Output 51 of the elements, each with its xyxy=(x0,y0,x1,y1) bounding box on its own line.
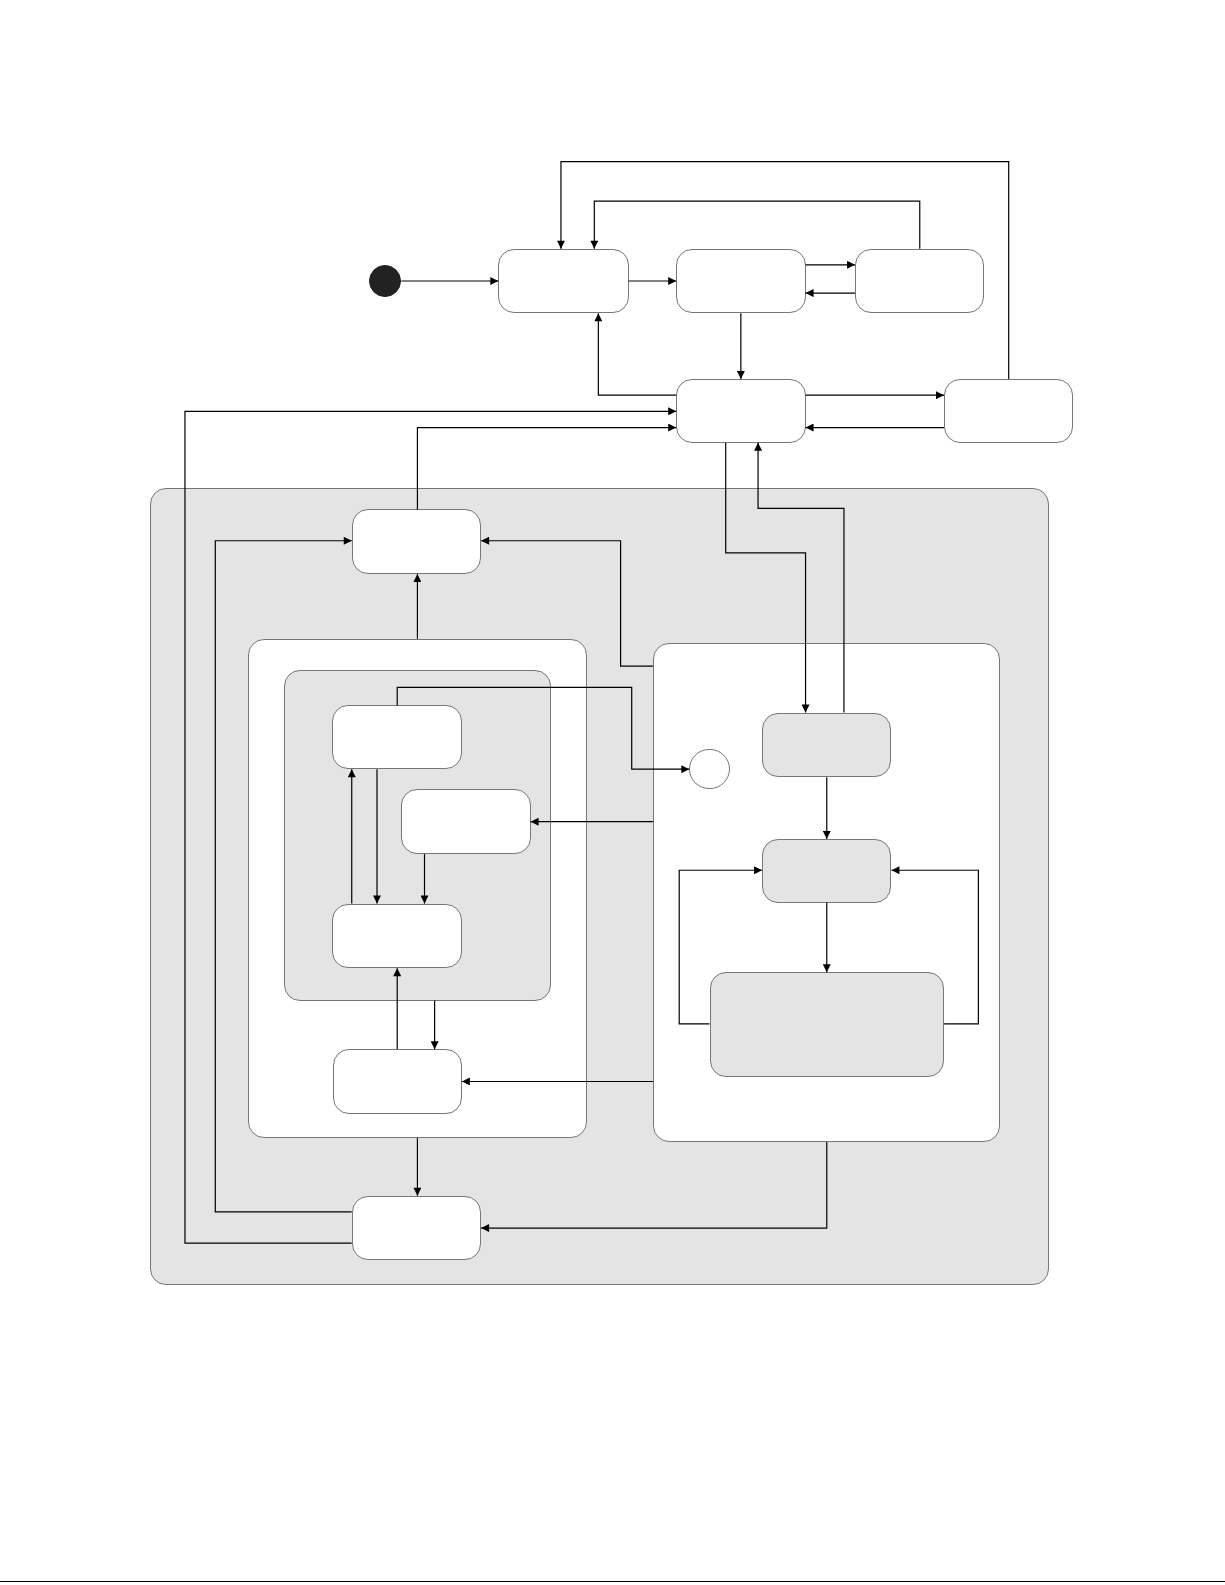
transition-arrow xyxy=(804,289,856,298)
transition-arrow xyxy=(590,200,921,250)
state-box xyxy=(676,248,806,314)
state-box xyxy=(332,1049,462,1114)
transition-arrow xyxy=(594,312,677,396)
state-circle xyxy=(689,748,730,790)
transition-arrow xyxy=(393,967,402,1050)
transition-arrow xyxy=(480,1141,828,1233)
state-box xyxy=(676,379,806,443)
transition-arrow xyxy=(736,312,745,380)
transition-arrow xyxy=(480,536,654,667)
transition-arrow xyxy=(420,853,429,905)
state-circle xyxy=(368,264,402,298)
state-box xyxy=(284,670,551,1001)
transition-arrow xyxy=(628,277,677,285)
transition-arrow xyxy=(754,442,845,714)
state-box xyxy=(498,248,629,314)
transition-arrow xyxy=(416,423,677,510)
state-box xyxy=(944,379,1074,443)
transition-arrow xyxy=(396,686,690,774)
transition-arrow xyxy=(413,573,422,640)
transition-arrow xyxy=(890,866,979,1025)
state-box xyxy=(351,509,482,575)
state-box xyxy=(332,705,462,770)
transition-arrow xyxy=(530,817,654,826)
state-box xyxy=(401,789,531,855)
transition-arrow xyxy=(804,260,856,269)
transition-arrow xyxy=(461,1077,654,1086)
transition-arrow xyxy=(725,442,810,714)
state-box xyxy=(855,248,985,314)
transition-arrow xyxy=(556,161,1010,380)
state-box xyxy=(762,838,892,903)
state-box xyxy=(351,1195,482,1261)
state-box xyxy=(652,642,1000,1143)
transition-arrow xyxy=(678,866,763,1025)
transition-arrow xyxy=(804,423,945,432)
transition-arrow xyxy=(373,768,381,905)
transition-arrow xyxy=(214,536,353,1213)
state-box xyxy=(762,712,892,778)
state-box xyxy=(332,903,462,969)
transition-arrow xyxy=(400,277,499,285)
state-box xyxy=(709,972,944,1078)
transition-arrow xyxy=(822,902,831,973)
transition-arrow xyxy=(413,1137,422,1197)
state-box xyxy=(149,488,1050,1285)
transition-arrow xyxy=(184,407,677,1244)
state-box xyxy=(247,638,588,1139)
transition-arrow xyxy=(804,391,945,400)
transition-arrow xyxy=(430,1000,439,1050)
transition-arrow xyxy=(822,776,831,840)
transition-arrow xyxy=(347,768,356,905)
